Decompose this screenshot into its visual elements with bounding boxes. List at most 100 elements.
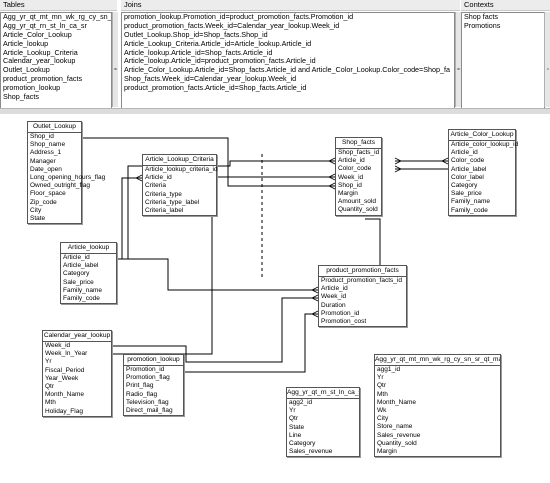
join-line-ppf-calendar[interactable] — [110, 297, 318, 363]
table-column[interactable]: Mth — [45, 399, 56, 407]
tables-list-item[interactable]: Calendar_year_lookup — [3, 56, 76, 66]
table-column[interactable]: Promotion_cost — [321, 317, 367, 325]
table-column[interactable]: Week_In_Year — [45, 350, 88, 358]
table-column[interactable]: Month_Name — [377, 398, 417, 406]
table-column[interactable]: Promotion_flag — [126, 374, 170, 382]
table-column[interactable]: Month_Name — [45, 391, 85, 399]
tables-list-item[interactable]: Article_Color_Lookup — [3, 29, 72, 39]
table-column[interactable]: agg2_id — [289, 399, 313, 406]
joins-list-item[interactable]: Outlet_Lookup.Shop_id=Shop_facts.Shop_id — [124, 29, 268, 39]
table-column[interactable]: Criteria_type — [145, 190, 182, 198]
table-column[interactable]: Shop_name — [30, 141, 66, 149]
joins-list[interactable]: promotion_lookup.Promotion_id=product_pr… — [121, 12, 455, 109]
table-column[interactable]: Margin — [377, 447, 397, 455]
table-column[interactable]: Product_promotion_facts_id — [321, 277, 402, 284]
table-column[interactable]: Article_lookup_criteria_id — [145, 166, 218, 173]
table-column[interactable]: Sales_revenue — [289, 448, 333, 456]
table-column[interactable]: Radio_flag — [126, 390, 158, 398]
contexts-list-item[interactable]: Promotions — [464, 20, 501, 30]
table-column[interactable]: Quantity_sold — [377, 439, 417, 447]
table-column[interactable]: Duration — [321, 301, 346, 309]
table-column[interactable]: Article_id — [145, 174, 172, 182]
table-column[interactable]: Sale_price — [63, 278, 94, 286]
joins-list-item[interactable]: Article_lookup.Article_id=product_promot… — [124, 56, 316, 66]
table-agg-yr-qt-mt-mn-wk[interactable]: Agg_yr_qt_mt_mn_wk_rg_cy_sn_sr_qt_ma agg… — [374, 354, 501, 458]
table-column[interactable]: Week_id — [45, 342, 71, 349]
table-column[interactable]: Manager — [30, 157, 56, 165]
table-column[interactable]: Family_code — [451, 206, 488, 214]
table-column[interactable]: Week_id — [321, 293, 347, 301]
tables-list-item[interactable]: Article_lookup — [3, 38, 49, 48]
tables-list-item[interactable]: Outlet_Lookup — [3, 65, 50, 75]
table-column[interactable]: Family_name — [451, 198, 491, 206]
table-column[interactable]: Color_label — [451, 173, 484, 181]
table-column[interactable]: Shop_id — [338, 181, 362, 189]
table-column[interactable]: Fiscal_Period — [45, 366, 85, 374]
table-column[interactable]: Margin — [338, 189, 358, 197]
tables-list-item[interactable]: promotion_lookup — [3, 83, 61, 93]
tables-list-item[interactable]: Shop_facts — [3, 92, 39, 102]
table-column[interactable]: Promotion_id — [321, 309, 360, 317]
table-column[interactable]: Yr — [377, 374, 384, 382]
table-column[interactable]: Color_code — [451, 157, 485, 165]
joins-list-item[interactable]: Article_Lookup_Criteria.Article_id=Artic… — [124, 38, 312, 48]
table-column[interactable]: Holiday_Flag — [45, 407, 83, 415]
table-column[interactable]: Zip_code — [30, 198, 57, 206]
table-column[interactable]: Category — [451, 181, 478, 189]
table-column[interactable]: Yr — [289, 407, 296, 415]
joins-list-item[interactable]: product_promotion_facts.Week_id=Calendar… — [124, 20, 340, 30]
table-column[interactable]: Floor_space — [30, 190, 66, 198]
table-column[interactable]: Long_opening_hours_flag — [30, 173, 106, 181]
joins-list-item[interactable]: product_promotion_facts.Article_id=Shop_… — [124, 83, 307, 93]
table-column[interactable]: State — [289, 423, 305, 431]
joins-list-item[interactable]: Shop_facts.Week_id=Calendar_year_lookup.… — [124, 74, 297, 84]
joins-list-item[interactable]: Article_lookup.Article_id=Shop_facts.Art… — [124, 47, 273, 57]
table-column[interactable]: Promotion_id — [126, 366, 165, 373]
table-column[interactable]: City — [30, 206, 42, 214]
table-column[interactable]: Year_Week — [45, 374, 79, 382]
table-column[interactable]: Qtr — [377, 382, 387, 390]
table-column[interactable]: Yr — [45, 358, 52, 366]
tables-list[interactable]: Agg_yr_qt_mt_mn_wk_rg_cy_sn_Agg_yr_qt_rn… — [0, 12, 112, 109]
table-column[interactable]: Article_label — [63, 262, 99, 270]
table-column[interactable]: Direct_mail_flag — [126, 406, 173, 414]
table-column[interactable]: Address_1 — [30, 149, 62, 157]
tables-list-item[interactable]: Article_Lookup_Criteria — [3, 47, 78, 57]
contexts-list-item[interactable]: Shop facts — [464, 12, 498, 21]
table-column[interactable]: Article_id — [338, 157, 365, 165]
table-column[interactable]: Shop_id — [30, 133, 54, 140]
tables-list-item[interactable]: Agg_yr_qt_mt_mn_wk_rg_cy_sn_ — [3, 12, 112, 21]
table-column[interactable]: Quantity_sold — [338, 206, 378, 214]
table-column[interactable]: Family_code — [63, 294, 100, 302]
table-column[interactable]: Print_flag — [126, 382, 154, 390]
table-column[interactable]: Line — [289, 431, 302, 439]
table-column[interactable]: Sales_revenue — [377, 431, 421, 439]
table-column[interactable]: Shop_facts_id — [338, 149, 380, 156]
tables-list-item[interactable]: product_promotion_facts — [3, 74, 83, 84]
table-column[interactable]: Family_name — [63, 286, 103, 294]
table-column[interactable]: Article_color_lookup_id — [451, 141, 519, 148]
table-column[interactable]: agg1_id — [377, 366, 401, 373]
join-line-outlet-shop[interactable] — [80, 137, 335, 187]
table-column[interactable]: Criteria_label — [145, 206, 184, 214]
table-column[interactable]: Criteria — [145, 182, 166, 190]
table-column[interactable]: Article_id — [321, 285, 348, 293]
joins-list-item[interactable]: promotion_lookup.Promotion_id=product_pr… — [124, 12, 354, 21]
table-column[interactable]: Week_id — [338, 173, 364, 181]
contexts-list-scrollbar[interactable]: ◂ — [544, 12, 550, 107]
table-product-promotion-facts[interactable]: product_promotion_facts Product_promotio… — [318, 265, 407, 328]
joins-list-scrollbar[interactable]: ◂▸ — [455, 12, 461, 107]
table-column[interactable]: Color_code — [338, 165, 372, 173]
table-article-color-lookup[interactable]: Article_Color_Lookup Article_color_looku… — [448, 129, 519, 216]
table-column[interactable]: Article_id — [63, 254, 90, 261]
tables-list-item[interactable]: Agg_yr_qt_rn_st_ln_ca_sr — [3, 20, 87, 30]
table-column[interactable]: Article_id — [451, 149, 478, 157]
table-column[interactable]: Qtr — [289, 415, 299, 423]
